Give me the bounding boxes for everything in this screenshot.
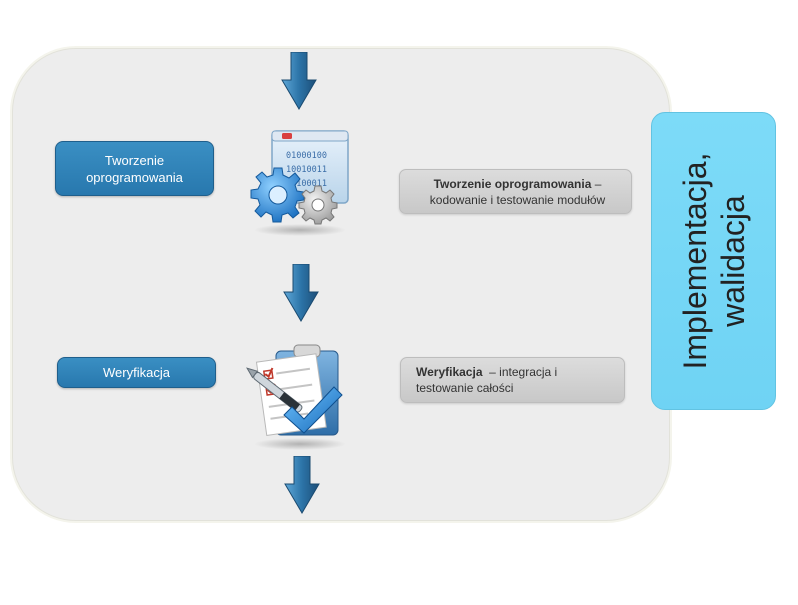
phase-label: Implementacja, walidacja xyxy=(676,152,751,370)
down-arrow-icon xyxy=(284,456,320,514)
description-bold: Weryfikacja xyxy=(416,365,483,379)
description-rest: – kodowanie i testowanie modułów xyxy=(429,177,606,207)
code-gears-icon: 01000100 10010011 11100011 xyxy=(250,130,349,236)
description-text: Tworzenie oprogramowania – kodowanie i t… xyxy=(410,176,625,208)
binary-line: 10010011 xyxy=(286,165,327,175)
checklist-clipboard-icon xyxy=(246,344,346,450)
description-box-tworzenie: Tworzenie oprogramowania – kodowanie i t… xyxy=(399,169,632,214)
down-arrow-icon xyxy=(281,52,317,110)
description-rest: – integracja i testowanie całości xyxy=(416,365,561,395)
down-arrow-icon xyxy=(283,264,319,322)
binary-line: 01000100 xyxy=(286,151,327,161)
description-box-weryfikacja: Weryfikacja – integracja i testowanie ca… xyxy=(400,357,625,403)
step-box-tworzenie: Tworzenie oprogramowania xyxy=(55,141,214,196)
phase-label-box: Implementacja, walidacja xyxy=(651,112,776,410)
description-bold: Tworzenie oprogramowania xyxy=(433,177,592,191)
description-text: Weryfikacja – integracja i testowanie ca… xyxy=(416,364,616,396)
binary-line: 11100011 xyxy=(286,179,327,189)
step-label: Weryfikacja xyxy=(103,365,170,380)
step-box-weryfikacja: Weryfikacja xyxy=(57,357,216,388)
step-label: Tworzenie oprogramowania xyxy=(86,152,183,185)
